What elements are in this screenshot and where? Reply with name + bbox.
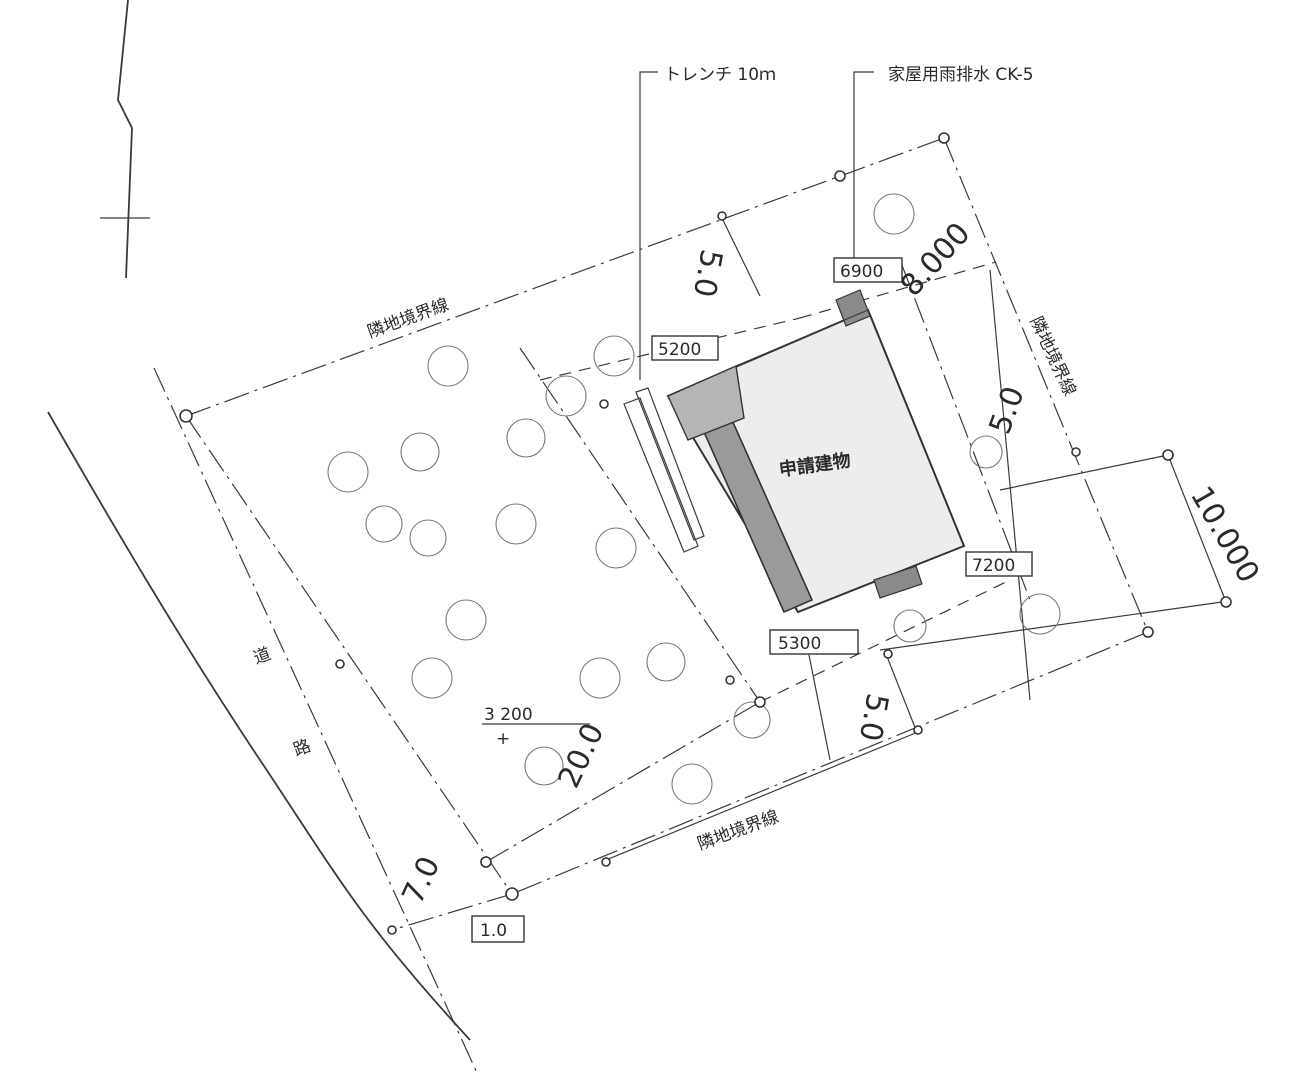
dim-10000: 10.000 (1183, 481, 1266, 589)
boundary-label-right: 隣地境界線 (1025, 314, 1079, 399)
dim-box-1: 1.0 (471, 915, 525, 943)
dim-box-6900: 6900 (833, 257, 903, 283)
drain-label: 家屋用雨排水 CK-5 (888, 65, 1034, 85)
survey-points (179, 132, 1232, 935)
boundary-label-top: 隣地境界線 (365, 295, 452, 343)
tree-symbols (327, 193, 1061, 805)
dim-box-5200: 5200 (651, 335, 719, 361)
dim-5-top: 5.0 (686, 247, 729, 300)
dim-7200: 7200 (972, 556, 1015, 576)
leader-lines (639, 71, 874, 380)
dim-5300: 5300 (778, 634, 821, 654)
dim-7: 7.0 (396, 851, 448, 909)
dim-5200: 5200 (658, 340, 701, 360)
dim-3200: 3 200 (484, 705, 533, 725)
plus-mark: + (496, 729, 510, 749)
dim-6900: 6900 (840, 262, 883, 282)
boundary-label-bottom: 隣地境界線 (695, 807, 782, 855)
road-label-1: 道 (251, 644, 274, 669)
road-label-2: 路 (291, 736, 314, 761)
dim-box-5300: 5300 (769, 629, 859, 655)
dim-5-right: 5.0 (983, 382, 1032, 439)
dim-box-7200: 7200 (965, 551, 1033, 577)
building-footprint (666, 289, 966, 614)
lot-boundary (185, 137, 1149, 931)
inner-lines (485, 213, 1227, 863)
fence-label: トレンチ 10ｍ (664, 65, 776, 85)
north-arrow-icon (100, 0, 150, 279)
road-lines (47, 367, 479, 1076)
dim-1: 1.0 (480, 921, 507, 941)
dim-5-bottom: 5.0 (852, 691, 895, 744)
trench-strip (623, 387, 705, 553)
